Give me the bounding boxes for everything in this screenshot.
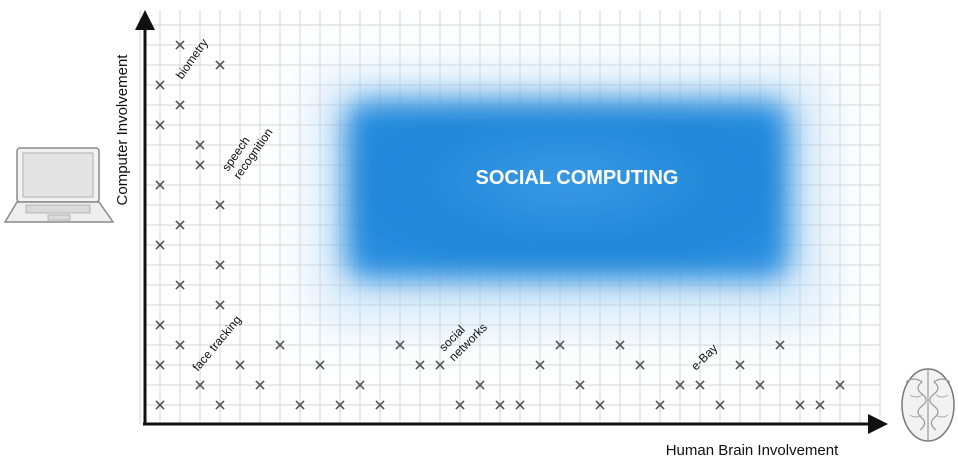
- x-mark: [715, 400, 725, 410]
- x-mark: [155, 180, 165, 190]
- annotation-speech-recognition: speech recognition: [219, 118, 276, 182]
- x-mark: [575, 380, 585, 390]
- x-mark: [155, 320, 165, 330]
- x-mark: [155, 400, 165, 410]
- x-mark: [215, 60, 225, 70]
- social-computing-region: [310, 70, 830, 330]
- y-axis-label: Computer Involvement: [114, 54, 131, 206]
- x-mark: [295, 400, 305, 410]
- axes: [135, 10, 888, 434]
- brain-icon: [901, 368, 955, 442]
- x-mark: [415, 360, 425, 370]
- x-mark: [175, 40, 185, 50]
- x-mark: [195, 380, 205, 390]
- laptop-icon: [3, 147, 115, 223]
- x-mark: [635, 360, 645, 370]
- x-mark: [695, 380, 705, 390]
- x-axis-arrow: [868, 414, 888, 434]
- x-mark: [795, 400, 805, 410]
- x-mark: [395, 340, 405, 350]
- x-mark: [215, 300, 225, 310]
- x-mark: [175, 280, 185, 290]
- x-mark: [175, 220, 185, 230]
- x-axis-label: Human Brain Involvement: [666, 442, 839, 459]
- x-mark: [375, 400, 385, 410]
- x-mark: [155, 360, 165, 370]
- x-mark: [335, 400, 345, 410]
- x-mark: [555, 340, 565, 350]
- x-mark: [255, 380, 265, 390]
- x-mark: [155, 120, 165, 130]
- x-mark: [755, 380, 765, 390]
- data-marks: [155, 40, 845, 410]
- x-mark: [675, 380, 685, 390]
- x-mark: [815, 400, 825, 410]
- x-mark: [435, 360, 445, 370]
- x-mark: [275, 340, 285, 350]
- x-mark: [155, 240, 165, 250]
- x-mark: [235, 360, 245, 370]
- x-mark: [175, 100, 185, 110]
- x-mark: [615, 340, 625, 350]
- region-label: SOCIAL COMPUTING: [476, 167, 679, 189]
- x-mark: [215, 200, 225, 210]
- annotation-ebay: e-Bay: [688, 341, 720, 373]
- x-mark: [515, 400, 525, 410]
- x-mark: [835, 380, 845, 390]
- y-axis-arrow: [135, 10, 155, 30]
- x-mark: [475, 380, 485, 390]
- x-mark: [195, 140, 205, 150]
- x-mark: [595, 400, 605, 410]
- x-mark: [455, 400, 465, 410]
- x-mark: [175, 340, 185, 350]
- x-mark: [315, 360, 325, 370]
- x-mark: [195, 160, 205, 170]
- x-mark: [495, 400, 505, 410]
- x-mark: [655, 400, 665, 410]
- x-mark: [535, 360, 545, 370]
- x-mark: [215, 400, 225, 410]
- x-mark: [155, 80, 165, 90]
- x-mark: [735, 360, 745, 370]
- x-mark: [775, 340, 785, 350]
- x-mark: [355, 380, 365, 390]
- x-mark: [215, 260, 225, 270]
